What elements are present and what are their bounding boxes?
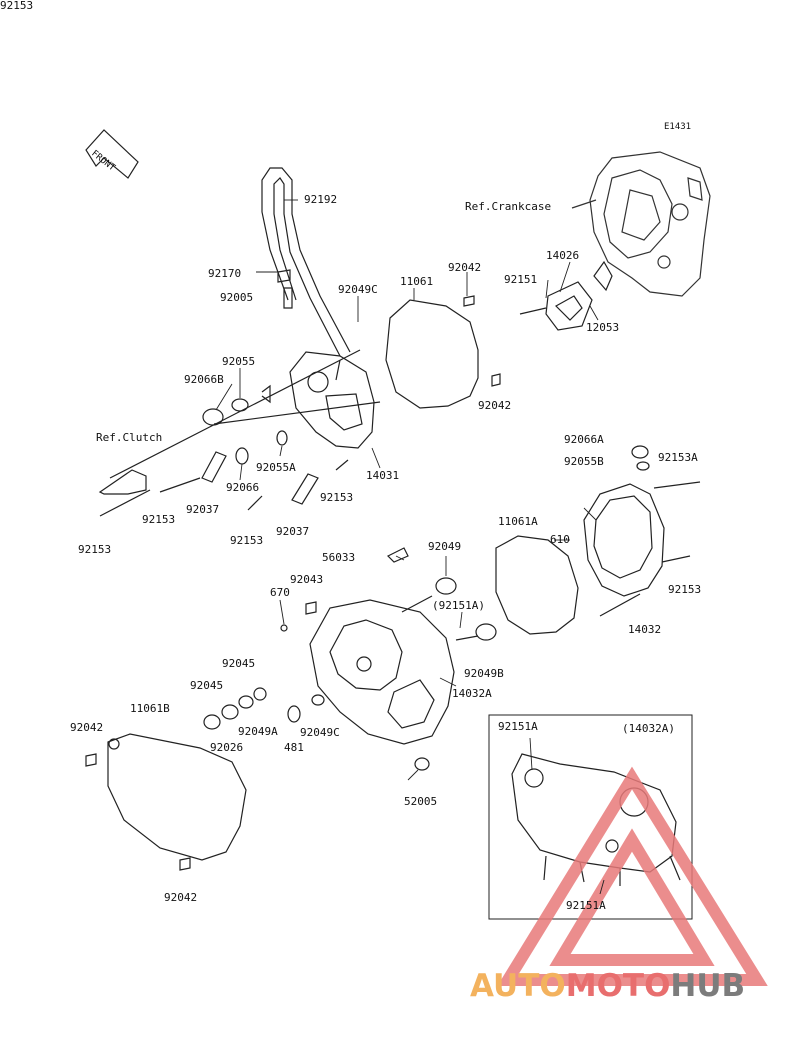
clutch-cover-outline [289, 351, 375, 449]
generator-cover-outline [386, 445, 701, 635]
guide-plate-outline [519, 260, 613, 331]
part-label-p11061A: 11061A [498, 515, 538, 528]
breather-hose-outline [261, 167, 351, 357]
inset-title: (14032A) [622, 722, 675, 735]
watermark-triangle-icon [497, 766, 768, 986]
part-label-p92026: 92026 [210, 741, 244, 754]
watermark-auto: AUTO [470, 968, 566, 1004]
part-label-p92042_b: 92042 [478, 399, 512, 412]
right-cover-outline [280, 577, 497, 771]
part-label-p92043: 92043 [290, 573, 324, 586]
part-label-p92042_a: 92042 [448, 261, 482, 274]
part-label-p92049C_a: 92049C [338, 283, 378, 296]
outer-gasket-outline [85, 733, 247, 871]
part-label-p92066A: 92066A [564, 433, 604, 446]
crankcase-outline [571, 151, 711, 297]
part-label-p92055A: 92055A [256, 461, 296, 474]
ref-crankcase: Ref.Crankcase [465, 200, 552, 213]
part-label-p14026: 14026 [546, 249, 580, 262]
part-label-p12053: 12053 [586, 321, 620, 334]
part-label-p92151A_b: 92151A [566, 899, 606, 912]
part-label-p11061B: 11061B [130, 702, 170, 715]
front-arrow-icon [85, 129, 139, 179]
seals-outline [203, 687, 325, 730]
part-label-p92042_c: 92042 [70, 721, 104, 734]
clutch-gasket-outline [385, 299, 479, 409]
part-label-p92153_b: 92153 [142, 513, 176, 526]
part-label-p481: 481 [284, 741, 304, 754]
part-label-p14031: 14031 [366, 469, 400, 482]
part-label-p670: 670 [270, 586, 290, 599]
part-label-p92045_b: 92045 [190, 679, 224, 692]
watermark-logo: AUTOMOTOHUB [470, 968, 746, 1004]
part-label-p92066: 92066 [226, 481, 260, 494]
part-label-p92153_d: 92153 [78, 543, 112, 556]
part-label-p92153_e: 92153 [668, 583, 702, 596]
part-label-p92066B: 92066B [184, 373, 224, 386]
part-label-p92170: 92170 [208, 267, 242, 280]
part-label-p92037_a: 92037 [186, 503, 220, 516]
part-label-p92153_f: 92153 [0, 0, 34, 12]
part-label-p92151A_a: 92151A [498, 720, 538, 733]
watermark-moto: MOTO [565, 968, 671, 1004]
leader-lines [215, 199, 605, 895]
part-label-p92049A: 92049A [238, 725, 278, 738]
part-label-p92049C_b: 92049C [300, 726, 340, 739]
part-label-p14032A: 14032A [452, 687, 492, 700]
part-label-p52005: 52005 [404, 795, 438, 808]
plug-outline [202, 384, 271, 426]
part-label-p14032: 14032 [628, 623, 662, 636]
watermark-hub: HUB [670, 968, 746, 1004]
part-label-p92042_d: 92042 [164, 891, 198, 904]
fasteners-outline [98, 295, 501, 517]
part-label-p92005: 92005 [220, 291, 254, 304]
part-label-p92151: 92151 [504, 273, 538, 286]
part-label-p92055: 92055 [222, 355, 256, 368]
part-label-p92153_c: 92153 [230, 534, 264, 547]
part-label-p92037_b: 92037 [276, 525, 310, 538]
part-label-p92055B: 92055B [564, 455, 604, 468]
part-label-p92045_a: 92045 [222, 657, 256, 670]
ref-clutch: Ref.Clutch [96, 431, 163, 444]
part-label-p56033: 56033 [322, 551, 356, 564]
part-label-p11061: 11061 [400, 275, 434, 288]
part-label-p92153A: 92153A [658, 451, 698, 464]
part-label-p92153_a: 92153 [320, 491, 354, 504]
part-label-p92151A_paren: (92151A) [432, 599, 485, 612]
part-label-p610: 610 [550, 533, 570, 546]
part-label-p92192: 92192 [304, 193, 338, 206]
part-label-p92049B: 92049B [464, 667, 504, 680]
part-label-p92049: 92049 [428, 540, 462, 553]
diagram-code: E1431 [664, 122, 692, 132]
